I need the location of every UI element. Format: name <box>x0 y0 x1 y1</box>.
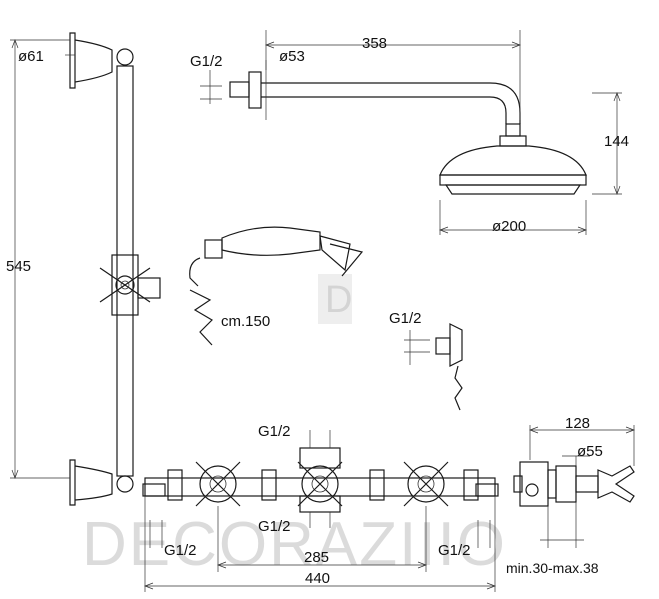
outlet-thread-label: G1/2 <box>389 310 422 327</box>
arm-thread-label: G1/2 <box>190 53 223 70</box>
valve-depth-label: 128 <box>565 415 590 432</box>
rail-height-label: 545 <box>6 258 31 275</box>
top-inlet-thread-label: G1/2 <box>258 423 291 440</box>
middle-outlet-thread-label: G1/2 <box>258 518 291 535</box>
head-height-label: 144 <box>604 133 629 150</box>
watermark-logo: D <box>325 279 354 321</box>
head-diameter-label: ø200 <box>492 218 526 235</box>
right-inlet-thread-label: G1/2 <box>438 542 471 559</box>
wall-bracket-diameter-label: ø61 <box>18 48 44 65</box>
wall-depth-range-label: min.30-max.38 <box>506 560 599 576</box>
valve-handle-middle <box>297 461 343 507</box>
escutcheon-diameter-label: ø55 <box>577 443 603 460</box>
rail-dimensions <box>10 39 75 479</box>
shower-arm <box>229 71 527 147</box>
slide-rail <box>69 32 161 506</box>
arm-dimensions <box>200 30 622 235</box>
watermark: D DECORAZIIIO <box>82 274 507 579</box>
watermark-text: DECORAZIIIO <box>82 510 507 579</box>
valve-handle-left <box>195 461 241 507</box>
side-view-dimensions <box>529 425 635 548</box>
hose-length-label: cm.150 <box>221 313 270 330</box>
handle-spacing-label: 285 <box>304 549 329 566</box>
hand-shower <box>189 226 364 346</box>
arm-length-label: 358 <box>362 35 387 52</box>
valve-handle-right <box>403 461 449 507</box>
total-width-label: 440 <box>305 570 330 587</box>
wall-outlet <box>404 323 463 411</box>
arm-flange-diameter-label: ø53 <box>279 48 305 65</box>
left-inlet-thread-label: G1/2 <box>164 542 197 559</box>
valve-side-view <box>513 461 635 507</box>
valve-dimensions <box>144 430 496 592</box>
shower-head <box>439 145 587 195</box>
